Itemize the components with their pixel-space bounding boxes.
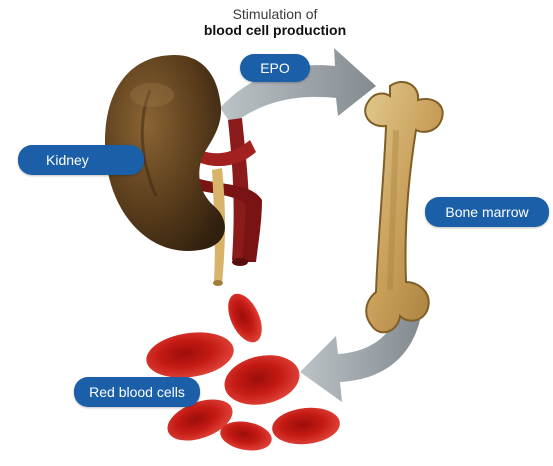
diagram-title-line1: Stimulation of [232,6,318,22]
arrow-kidney-to-bone [220,48,376,125]
bone-marrow-label: Bone marrow [425,197,549,227]
kidney-label: Kidney [18,145,144,175]
red-blood-cells-label: Red blood cells [74,377,200,407]
red-blood-cells-illustration [146,293,340,451]
arrow-bone-to-cells [300,312,420,402]
bone-illustration [364,81,444,334]
diagram-title-line2: blood cell production [203,22,347,38]
epo-label: EPO [240,54,310,82]
kidney-illustration [104,55,262,286]
